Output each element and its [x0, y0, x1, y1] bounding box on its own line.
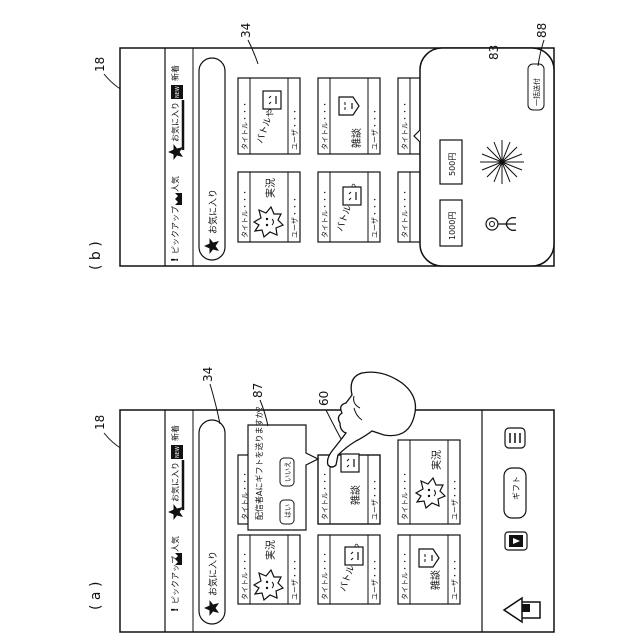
card-user: ユーザ・・・: [451, 558, 459, 600]
tab-newest-label: 新着: [170, 425, 180, 441]
card-title: タイトル・・・: [240, 189, 249, 238]
card-title: タイトル・・・: [240, 551, 249, 600]
dialog-message: 配信者Aにギフトを送りますか？: [254, 403, 264, 520]
dialog-no-button[interactable]: いいえ: [280, 458, 294, 486]
search-value: お気に入り: [207, 189, 219, 234]
tab-pickup-label: ピックアップ: [171, 206, 180, 254]
card-tag: 雑談: [349, 485, 362, 505]
dialog-yes-button[interactable]: はい: [280, 500, 294, 524]
play-button[interactable]: [505, 532, 527, 550]
card-tag: 雑談: [350, 128, 363, 148]
tab-popular-label: 人気: [170, 176, 180, 192]
gift-price-500: 500円: [448, 153, 457, 176]
gift-button[interactable]: ギフト: [504, 468, 526, 518]
ref-label-34-b: 34: [239, 23, 253, 38]
frame-avatar-icon: [345, 547, 363, 565]
frame-avatar-icon: [263, 91, 281, 109]
tab-newest-label: 新着: [170, 65, 180, 81]
frame-avatar-icon: [341, 454, 359, 472]
tab-popular-label: 人気: [170, 536, 180, 552]
card-user: ユーザ・・・: [371, 478, 379, 520]
card[interactable]: タイトル・・・ ユーザ・・・ バトルやる？: [318, 535, 380, 604]
ref-label-18-b: 18: [93, 57, 107, 72]
card-tag: 雑談: [429, 570, 442, 590]
card-title: タイトル・・・: [400, 101, 409, 150]
card-user: ユーザ・・・: [371, 108, 379, 150]
card[interactable]: タイトル・・・ ユーザ・・・ バトルやる？: [238, 78, 300, 154]
exclamation-icon: !: [170, 607, 181, 612]
search-field-a[interactable]: お気に入り: [199, 420, 225, 624]
card[interactable]: タイトル・・・ ユーザ・・・ 実況: [398, 440, 460, 524]
card-title: タイトル・・・: [320, 189, 329, 238]
new-badge-label: NEW: [175, 446, 181, 458]
panel-b-label: ( b ): [88, 241, 104, 270]
ref-label-87: 87: [251, 383, 265, 398]
card-title: タイトル・・・: [400, 471, 409, 520]
card-title: タイトル・・・: [320, 101, 329, 150]
card[interactable]: タイトル・・・ ユーザ・・・ 実況: [238, 535, 300, 604]
ref-label-34-a: 34: [201, 367, 215, 382]
card[interactable]: タイトル・・・ ユーザ・・・ 実況: [238, 172, 300, 242]
dialog-yes-label: はい: [284, 504, 292, 518]
card-user: ユーザ・・・: [291, 108, 299, 150]
search-value: お気に入り: [207, 551, 219, 596]
ref-label-88: 88: [535, 23, 549, 38]
ref-label-60: 60: [317, 391, 331, 406]
menu-button[interactable]: [505, 428, 525, 448]
tab-favorites-label: お気に入り: [170, 462, 180, 502]
exclamation-icon: !: [170, 257, 181, 262]
card-title: タイトル・・・: [240, 101, 249, 150]
card[interactable]: タイトル・・・ ユーザ・・・ バトルやる？: [318, 172, 380, 242]
card[interactable]: タイトル・・・ ユーザ・・・ 雑談: [398, 535, 460, 604]
card-title: タイトル・・・: [320, 551, 329, 600]
card-tag: 実況: [264, 540, 277, 560]
ref-label-83: 83: [487, 45, 501, 60]
card-title: タイトル・・・: [400, 189, 409, 238]
tab-favorites-label: お気に入り: [170, 102, 180, 142]
frame-avatar-icon: [343, 187, 361, 205]
ref-label-18-a: 18: [93, 415, 107, 430]
gift-price-1000: 1000円: [448, 212, 457, 240]
send-all-label: 一括送付: [532, 78, 541, 106]
card-tag: 実況: [264, 178, 277, 198]
card-user: ユーザ・・・: [451, 478, 459, 520]
new-badge-label: NEW: [175, 86, 181, 98]
card[interactable]: タイトル・・・: [398, 172, 420, 242]
dialog-no-label: いいえ: [284, 461, 292, 482]
send-all-button[interactable]: 一括送付: [528, 64, 544, 110]
card-title: タイトル・・・: [400, 551, 409, 600]
card-user: ユーザ・・・: [291, 196, 299, 238]
card-tag: 実況: [430, 450, 443, 470]
gift-panel: 一括送付 500円 1000円: [414, 48, 554, 266]
tab-pickup[interactable]: ! ピックアップ: [170, 206, 181, 262]
card-user: ユーザ・・・: [371, 558, 379, 600]
panel-a-label: ( a ): [88, 582, 104, 610]
card[interactable]: タイトル・・・: [398, 78, 420, 154]
gift-button-label: ギフト: [512, 476, 521, 500]
card-user: ユーザ・・・: [291, 558, 299, 600]
card-user: ユーザ・・・: [371, 196, 379, 238]
card-title: タイトル・・・: [320, 471, 329, 520]
search-field-b[interactable]: お気に入り: [199, 58, 225, 260]
card[interactable]: タイトル・・・ ユーザ・・・ 雑談: [318, 78, 380, 154]
